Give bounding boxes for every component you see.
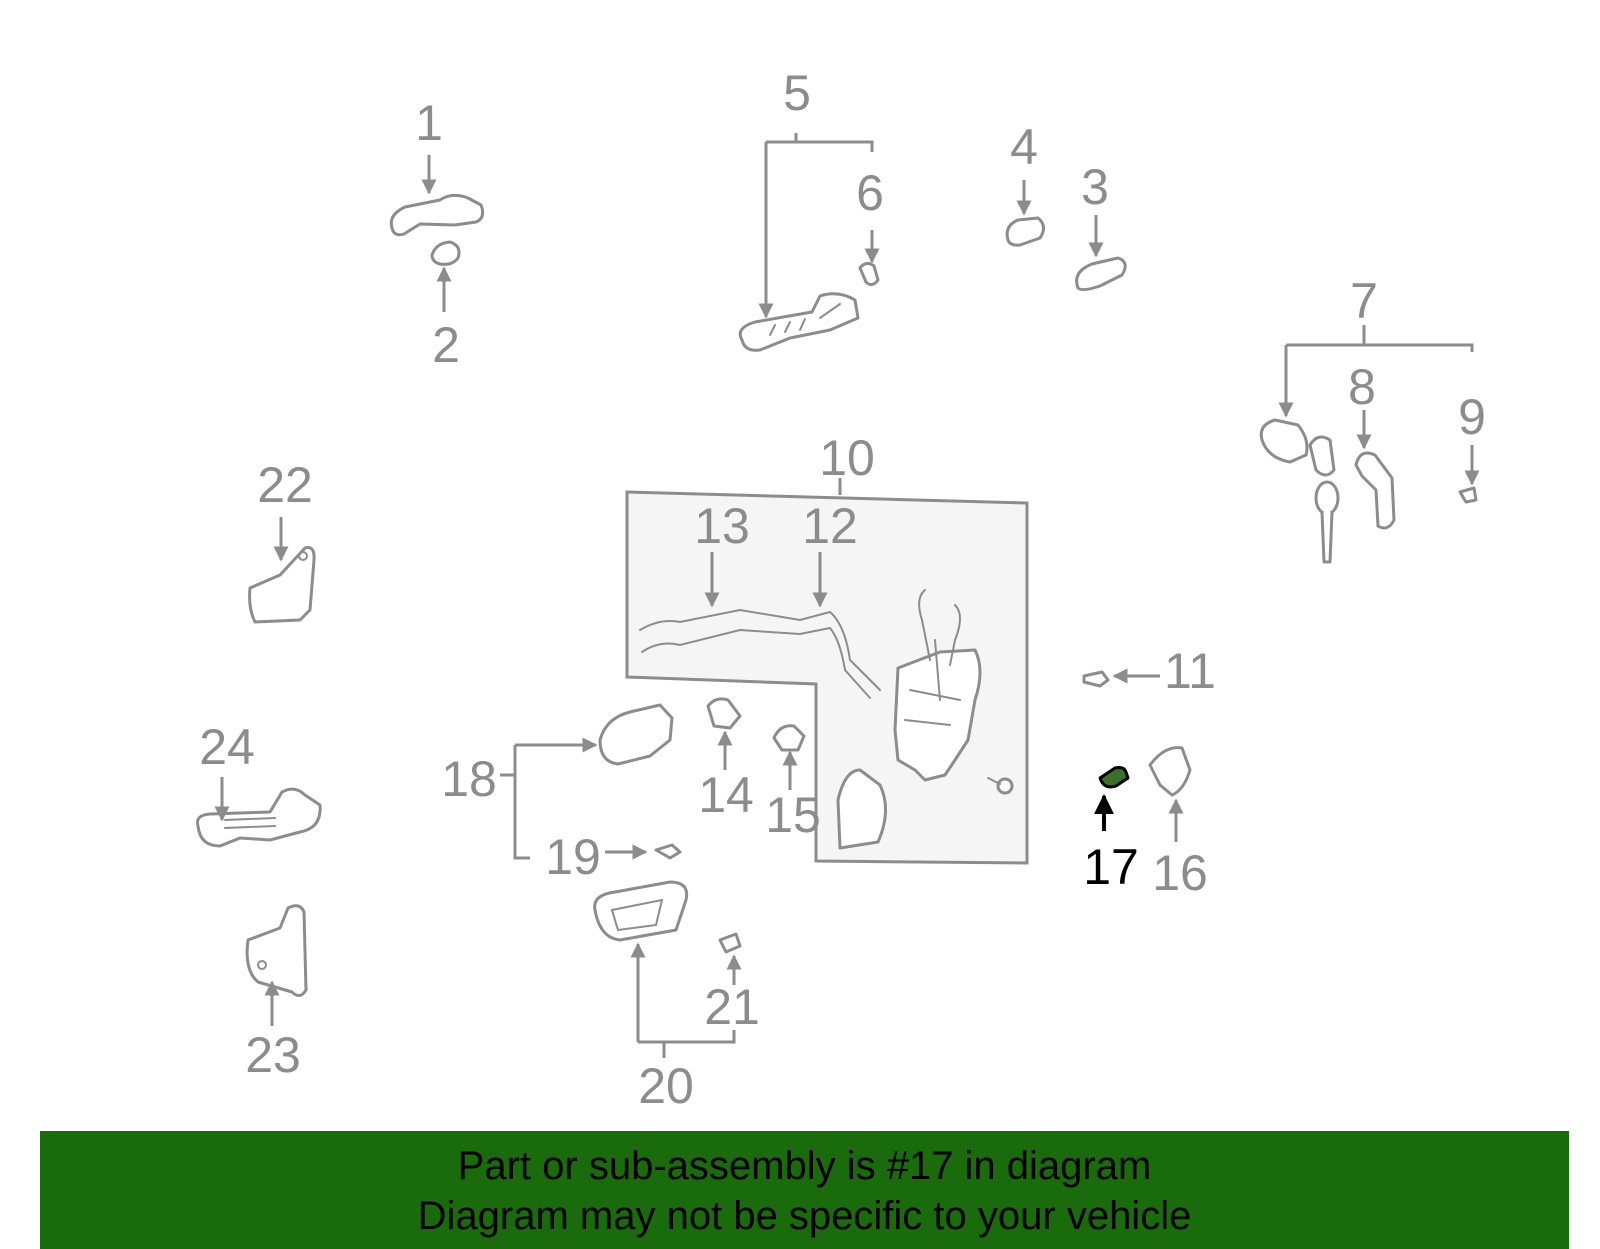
part-10-lock-actuator [836,589,1014,850]
part-16-striker [1148,746,1192,842]
label-16: 16 [1152,845,1208,901]
label-1: 1 [415,95,443,151]
part-23-hinge [245,904,308,1026]
part-20-bezel [593,880,736,1058]
label-15: 15 [765,787,821,843]
label-19: 19 [545,829,601,885]
banner-line-1: Part or sub-assembly is #17 in diagram [457,1144,1152,1188]
part-8-lever [1354,410,1396,530]
label-6: 6 [856,165,884,221]
label-22: 22 [257,457,313,513]
part-24-door-check [196,777,322,848]
label-4: 4 [1010,119,1038,175]
label-11: 11 [1164,643,1216,699]
parts-diagram: 1 2 3 4 5 6 7 8 9 10 11 12 13 14 15 16 1… [196,65,1486,1114]
label-13: 13 [694,498,750,554]
part-11-screw [1082,668,1160,688]
label-3: 3 [1081,159,1109,215]
label-2: 2 [432,317,460,373]
label-9: 9 [1458,389,1486,445]
label-23: 23 [245,1027,301,1083]
label-8: 8 [1348,359,1376,415]
label-24: 24 [199,719,255,775]
part-6-clip [858,230,880,287]
part-5-outer-handle-assembly [738,133,874,352]
label-18: 18 [441,751,497,807]
label-7: 7 [1350,273,1378,329]
info-banner: Part or sub-assembly is #17 in diagram D… [40,1131,1569,1249]
part-17-bolt-highlighted [1094,766,1130,831]
label-10: 10 [819,430,875,486]
part-18-inside-handle [500,703,674,860]
part-9-clip [1458,445,1480,504]
part-4-pad [1005,180,1045,247]
part-14-clip [706,697,742,770]
banner-line-2: Diagram may not be specific to your vehi… [417,1194,1192,1238]
part-21-clip [718,932,742,985]
label-21: 21 [704,979,760,1035]
part-3-gasket [1075,215,1127,292]
label-20: 20 [638,1058,694,1114]
label-17-highlighted: 17 [1083,839,1139,895]
label-14: 14 [698,767,754,823]
part-15-clip [772,724,806,790]
part-12-13-rods [639,552,881,699]
part-1-outer-handle [389,155,485,237]
part-19-screw [605,843,682,860]
label-5: 5 [783,65,811,121]
part-22-hinge [248,517,316,624]
part-7-lock-cylinder [1259,325,1474,564]
label-12: 12 [802,498,858,554]
part-2-handle-pad [430,240,461,312]
